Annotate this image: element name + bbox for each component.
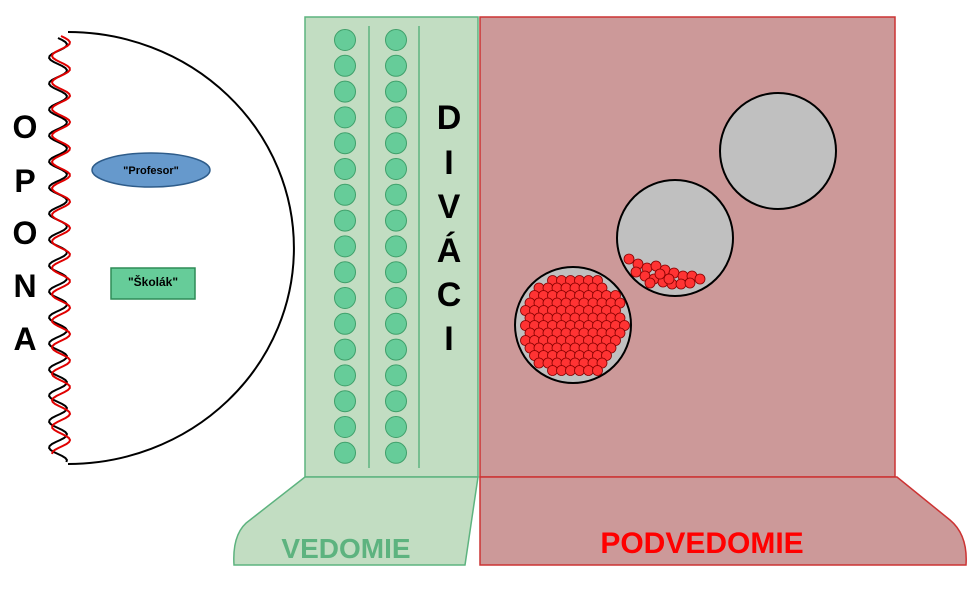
subconscious-label: PODVEDOMIE — [600, 527, 803, 560]
audience-seat — [334, 29, 356, 51]
audience-seat — [334, 364, 356, 387]
memory-ball — [565, 365, 576, 376]
audience-seat — [334, 312, 356, 335]
stage-arc — [67, 31, 295, 465]
audience-seat — [385, 390, 407, 413]
subconscious-panel: PODVEDOMIE — [479, 16, 967, 566]
skolak-label: "Školák" — [128, 274, 178, 289]
audience-seat — [385, 338, 407, 361]
conscious-panel: VEDOMIE — [233, 16, 479, 566]
memory-ball — [675, 278, 687, 290]
audience-seat — [334, 106, 356, 129]
audience-letter: D — [437, 99, 462, 137]
audience-seat — [334, 235, 356, 258]
audience-letter: C — [437, 276, 462, 314]
audience-seat — [385, 261, 407, 284]
audience-seat — [334, 338, 356, 361]
audience-seat — [385, 235, 407, 258]
audience-seat — [334, 183, 356, 206]
memory-ball — [623, 253, 635, 265]
audience-seat — [334, 441, 356, 464]
curtain-letter: A — [13, 321, 36, 357]
audience-seat — [385, 54, 407, 77]
audience-seat — [334, 209, 356, 232]
memory-ball — [533, 357, 545, 369]
curtain-label: O P O N A — [13, 109, 38, 357]
audience-seat — [334, 54, 356, 77]
vessel-empty — [719, 92, 837, 210]
audience-seat — [385, 312, 407, 335]
audience-seat — [385, 416, 407, 438]
curtain-wave-red — [50, 35, 72, 455]
memory-ball — [644, 277, 656, 289]
audience-letter: I — [444, 144, 453, 182]
skolak-box — [110, 267, 196, 300]
memory-ball — [663, 273, 675, 285]
conscious-base — [233, 476, 479, 566]
audience-seat — [334, 158, 356, 180]
audience-seat — [334, 390, 356, 413]
memory-ball — [630, 266, 642, 278]
memory-ball — [583, 365, 594, 376]
curtain-letter: O — [13, 215, 38, 251]
conscious-label: VEDOMIE — [281, 533, 410, 564]
subconscious-base — [479, 476, 967, 566]
audience-seat — [385, 183, 407, 206]
audience-seat — [334, 80, 356, 103]
audience-letter: Á — [437, 232, 462, 270]
audience-seats — [334, 29, 407, 464]
audience-seat — [385, 132, 407, 155]
audience-seat — [385, 364, 407, 387]
audience-seat — [334, 132, 356, 155]
audience-seat — [385, 158, 407, 180]
profesor-label: "Profesor" — [123, 165, 179, 177]
curtain-letter: N — [13, 268, 36, 304]
audience-letter: V — [438, 188, 461, 226]
profesor-ellipse — [91, 152, 211, 188]
audience-seat — [334, 287, 356, 309]
curtain-letter: O — [13, 109, 38, 145]
audience-seat — [385, 80, 407, 103]
memory-ball — [684, 277, 696, 289]
audience-label: D I V Á C I — [437, 99, 462, 358]
audience-seat — [385, 441, 407, 464]
vessel-partial — [616, 179, 734, 297]
audience-seat — [385, 106, 407, 129]
audience-seat — [334, 416, 356, 438]
memory-balls — [520, 253, 706, 376]
audience-seat — [385, 209, 407, 232]
memory-ball — [574, 365, 585, 376]
curtain-letter: P — [14, 163, 35, 199]
memory-ball — [694, 273, 706, 285]
audience-seat — [385, 287, 407, 309]
audience-seat — [334, 261, 356, 284]
memory-ball — [654, 268, 666, 280]
audience-seat — [385, 29, 407, 51]
memory-ball — [592, 365, 603, 376]
memory-ball — [556, 365, 567, 376]
memory-ball — [547, 365, 558, 376]
audience-letter: I — [444, 320, 453, 358]
